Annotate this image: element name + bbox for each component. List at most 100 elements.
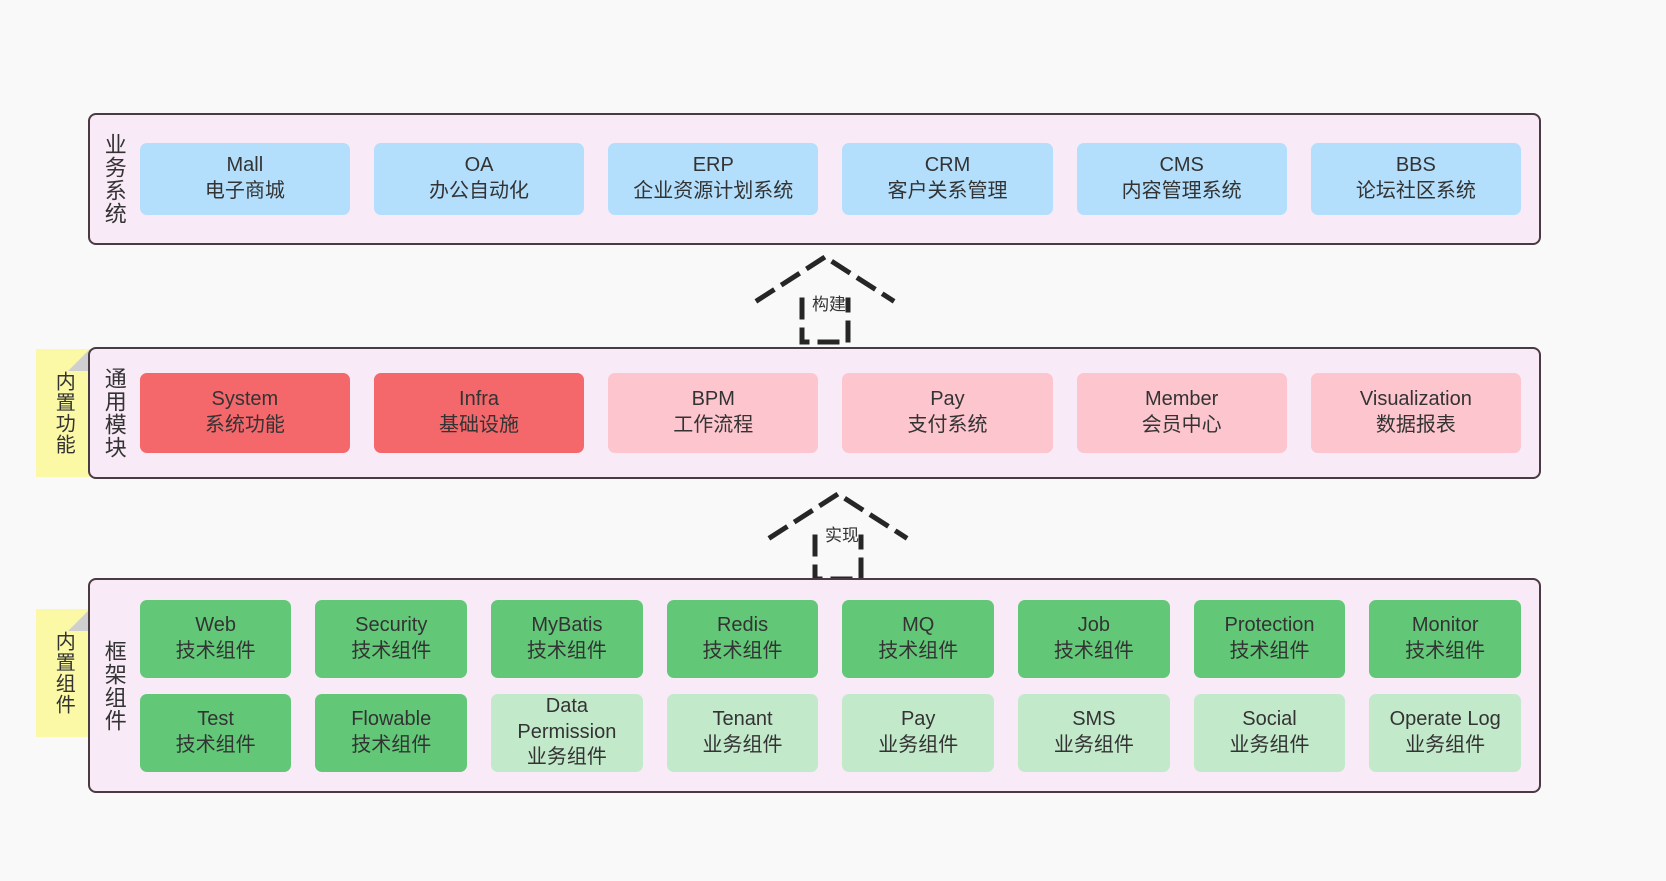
sticky-note-builtin-components: 内置组件	[36, 609, 90, 737]
card-title: CRM	[924, 154, 971, 177]
card-subtitle: 业务组件	[1405, 733, 1486, 756]
arrow-head-outline	[767, 491, 909, 541]
layer-body-framework: Web 技术组件 Security 技术组件 MyBatis 技术组件 Redi…	[132, 580, 1539, 791]
card-subtitle: 技术组件	[175, 639, 256, 662]
framework-card-pay[interactable]: Pay 业务组件	[842, 693, 995, 772]
connector-label-build: 构建	[812, 295, 846, 314]
card-title: Flowable	[351, 707, 432, 730]
card-subtitle: 基础设施	[439, 414, 520, 436]
card-subtitle: 业务组件	[878, 733, 959, 756]
card-subtitle: 办公自动化	[429, 180, 530, 202]
card-title: BPM	[691, 388, 735, 411]
business-card-erp[interactable]: ERP 企业资源计划系统	[608, 143, 819, 215]
framework-card-mq[interactable]: MQ 技术组件	[842, 599, 995, 678]
card-title: Web	[195, 613, 236, 636]
common-card-bpm[interactable]: BPM 工作流程	[608, 373, 819, 453]
common-card-infra[interactable]: Infra 基础设施	[373, 373, 585, 453]
card-title: Mall	[226, 154, 264, 177]
card-subtitle: 企业资源计划系统	[633, 180, 794, 202]
card-subtitle: 数据报表	[1375, 414, 1456, 436]
business-card-bbs[interactable]: BBS 论坛社区系统	[1310, 143, 1521, 215]
common-card-visualization[interactable]: Visualization 数据报表	[1310, 373, 1521, 453]
common-card-row: System 系统功能 Infra 基础设施 BPM 工作流程 Pay 支付系统…	[139, 373, 1521, 453]
business-card-crm[interactable]: CRM 客户关系管理	[842, 143, 1053, 215]
layer-business-systems: 业务系统 Mall 电子商城 OA 办公自动化 ERP 企业资源计划系统 CRM…	[88, 113, 1541, 245]
framework-card-web[interactable]: Web 技术组件	[139, 599, 292, 678]
card-subtitle: 论坛社区系统	[1355, 180, 1476, 202]
arrow-stem	[799, 297, 851, 345]
card-title: Pay	[930, 388, 965, 411]
card-subtitle: 电子商城	[204, 180, 285, 202]
layer-body-common: System 系统功能 Infra 基础设施 BPM 工作流程 Pay 支付系统…	[132, 349, 1539, 477]
business-card-row: Mall 电子商城 OA 办公自动化 ERP 企业资源计划系统 CRM 客户关系…	[139, 143, 1521, 215]
card-title: Protection	[1224, 613, 1315, 636]
card-subtitle: 业务组件	[526, 746, 607, 769]
card-subtitle: 业务组件	[1229, 733, 1310, 756]
common-card-pay[interactable]: Pay 支付系统	[842, 373, 1053, 453]
card-title: Monitor	[1411, 613, 1479, 636]
card-subtitle: 技术组件	[175, 733, 256, 756]
card-title: Job	[1077, 613, 1110, 636]
card-title: Pay	[900, 707, 936, 730]
sticky-note-label: 内置组件	[52, 631, 75, 715]
framework-card-monitor[interactable]: Monitor 技术组件	[1369, 599, 1521, 678]
arrow-head-outline	[754, 254, 896, 304]
layer-title-framework: 框架组件	[101, 639, 127, 732]
framework-tech-row: Web 技术组件 Security 技术组件 MyBatis 技术组件 Redi…	[139, 599, 1521, 678]
card-title: BBS	[1395, 154, 1436, 177]
card-title: ERP	[692, 154, 734, 177]
layer-framework-components: 框架组件 Web 技术组件 Security 技术组件 MyBatis 技术组件…	[88, 578, 1541, 793]
card-title: Social	[1242, 707, 1297, 730]
business-card-oa[interactable]: OA 办公自动化	[373, 143, 585, 215]
layer-body-business: Mall 电子商城 OA 办公自动化 ERP 企业资源计划系统 CRM 客户关系…	[132, 115, 1539, 243]
framework-card-redis[interactable]: Redis 技术组件	[666, 599, 819, 678]
card-title: SMS	[1072, 707, 1116, 730]
framework-card-protection[interactable]: Protection 技术组件	[1193, 599, 1346, 678]
card-subtitle: 内容管理系统	[1121, 180, 1242, 202]
framework-card-sms[interactable]: SMS 业务组件	[1018, 693, 1170, 772]
card-subtitle: 支付系统	[907, 414, 988, 436]
business-card-mall[interactable]: Mall 电子商城	[139, 143, 350, 215]
card-subtitle: 会员中心	[1141, 414, 1222, 436]
card-subtitle: 技术组件	[351, 733, 432, 756]
layer-title-business: 业务系统	[101, 133, 127, 225]
common-card-member[interactable]: Member 会员中心	[1076, 373, 1287, 453]
layer-title-common: 通用模块	[101, 367, 127, 459]
card-title: MQ	[902, 613, 935, 636]
card-subtitle: 技术组件	[526, 639, 607, 662]
framework-card-data-permission[interactable]: Data Permission 业务组件	[491, 693, 643, 772]
framework-card-flowable[interactable]: Flowable 技术组件	[315, 693, 468, 772]
framework-card-social[interactable]: Social 业务组件	[1193, 693, 1346, 772]
card-subtitle: 工作流程	[673, 414, 754, 436]
framework-card-operate-log[interactable]: Operate Log 业务组件	[1369, 693, 1521, 772]
card-title: Test	[197, 707, 234, 730]
business-card-cms[interactable]: CMS 内容管理系统	[1076, 143, 1287, 215]
card-subtitle: 业务组件	[1053, 733, 1134, 756]
card-title: Operate Log	[1389, 707, 1501, 730]
card-title: Tenant	[712, 707, 773, 730]
card-subtitle: 技术组件	[878, 639, 959, 662]
framework-card-test[interactable]: Test 技术组件	[139, 693, 292, 772]
card-subtitle: 技术组件	[351, 639, 432, 662]
card-subtitle: 技术组件	[702, 639, 783, 662]
card-title: Infra	[459, 388, 500, 411]
connector-build-arrow	[754, 254, 896, 345]
card-title: System	[211, 388, 279, 411]
framework-card-job[interactable]: Job 技术组件	[1018, 599, 1170, 678]
layer-common-modules: 通用模块 System 系统功能 Infra 基础设施 BPM 工作流程 Pay…	[88, 347, 1541, 479]
card-subtitle: 技术组件	[1053, 639, 1134, 662]
card-subtitle: 技术组件	[1229, 639, 1310, 662]
framework-card-mybatis[interactable]: MyBatis 技术组件	[491, 599, 643, 678]
framework-card-security[interactable]: Security 技术组件	[315, 599, 468, 678]
card-title: Redis	[716, 613, 769, 636]
card-title: Visualization	[1359, 388, 1472, 411]
framework-business-row: Test 技术组件 Flowable 技术组件 Data Permission …	[139, 693, 1521, 772]
sticky-note-label: 内置功能	[52, 371, 75, 455]
card-title: Data Permission	[517, 695, 617, 743]
common-card-system[interactable]: System 系统功能	[139, 373, 350, 453]
card-title: CMS	[1159, 154, 1204, 177]
connector-label-implement: 实现	[825, 526, 859, 545]
card-subtitle: 系统功能	[204, 414, 285, 436]
card-title: Member	[1144, 388, 1219, 411]
framework-card-tenant[interactable]: Tenant 业务组件	[666, 693, 819, 772]
